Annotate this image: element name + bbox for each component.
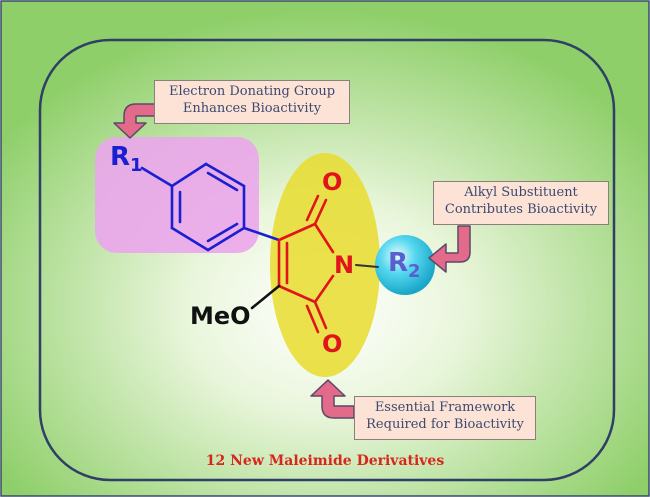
curved-arrow-bottom (310, 379, 355, 419)
aryl-highlight (95, 137, 259, 253)
note-electron-donating-group: Electron Donating Group Enhances Bioacti… (154, 80, 350, 124)
rounded-border (38, 38, 616, 482)
note-alkyl-line1: Alkyl Substituent (464, 185, 578, 200)
r2-symbol: R (388, 248, 409, 278)
caption-title: 12 New Maleimide Derivatives (205, 453, 445, 469)
note-alkyl-line2: Contributes Bioactivity (444, 202, 598, 217)
note-alkyl-substituent: Alkyl Substituent Contributes Bioactivit… (433, 181, 609, 225)
curved-arrow-top-left (113, 103, 156, 139)
nitrogen-label: N (334, 251, 355, 279)
methoxy-label: MeO (190, 302, 251, 330)
oxygen-bottom-label: O (322, 330, 343, 358)
note-edg-line1: Electron Donating Group (168, 84, 336, 99)
n-r2-bond (355, 264, 379, 268)
curved-arrow-right (428, 225, 471, 273)
oxygen-top-label: O (322, 168, 343, 196)
r2-sphere (375, 235, 435, 295)
note-essential-framework: Essential Framework Required for Bioacti… (354, 396, 536, 440)
r1-label: R1 (110, 142, 143, 176)
note-frame-line1: Essential Framework (374, 400, 516, 415)
r2-subscript: 2 (408, 261, 421, 282)
r1-symbol: R (110, 142, 131, 172)
r2-label: R2 (388, 248, 421, 282)
note-frame-line2: Required for Bioactivity (366, 417, 524, 432)
r1-subscript: 1 (130, 155, 143, 176)
maleimide-ring-bonds (277, 194, 335, 334)
benzene-ring-bonds (140, 162, 281, 252)
methoxy-bond (250, 284, 281, 310)
note-edg-line2: Enhances Bioactivity (182, 101, 322, 116)
core-highlight (270, 153, 380, 377)
